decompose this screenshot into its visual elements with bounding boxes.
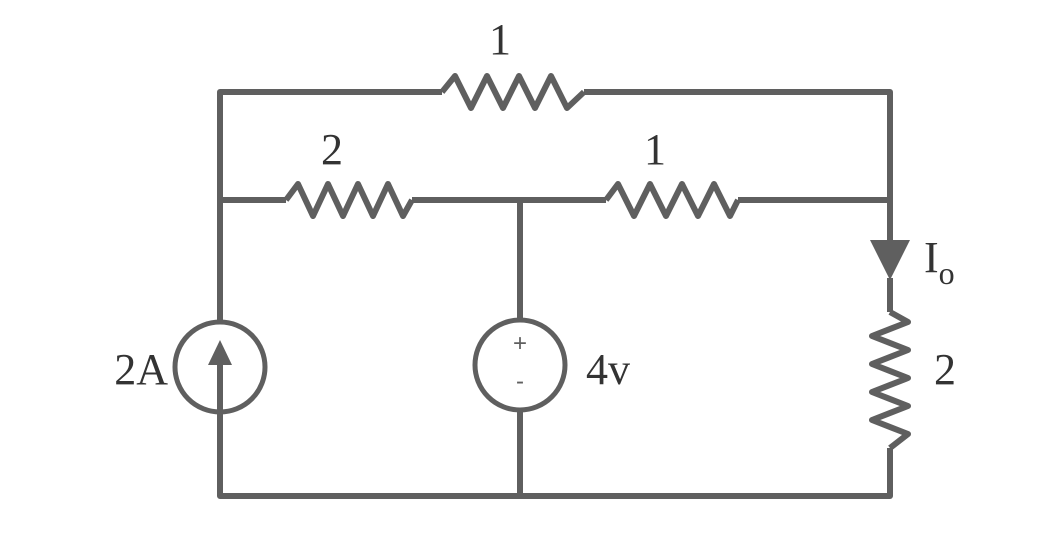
top-wire-right [584,89,893,240]
resistor-top-label: 1 [489,15,511,64]
current-source-arrowhead-icon [208,340,232,365]
resistor-middle-left [283,181,415,219]
resistor-load-label: 2 [934,345,956,394]
wires [217,89,893,499]
voltage-source: + - [472,317,568,413]
resistor-middle-right-label: 1 [644,125,666,174]
current-source [172,319,268,415]
current-label-main: I [924,233,939,282]
resistor-middle-right [603,181,741,219]
voltage-source-label: 4v [586,345,630,394]
resistor-middle-left-label: 2 [321,125,343,174]
top-wire-left [217,89,442,322]
current-label: Io [924,233,955,291]
voltage-source-minus: - [516,368,524,395]
resistor-top [439,73,587,111]
resistor-load [869,309,911,451]
bottom-wire [217,412,893,499]
current-label-subscript: o [939,255,955,291]
current-direction-arrow-icon [870,240,910,280]
current-source-label: 2A [114,345,168,394]
voltage-source-plus: + [513,330,527,357]
